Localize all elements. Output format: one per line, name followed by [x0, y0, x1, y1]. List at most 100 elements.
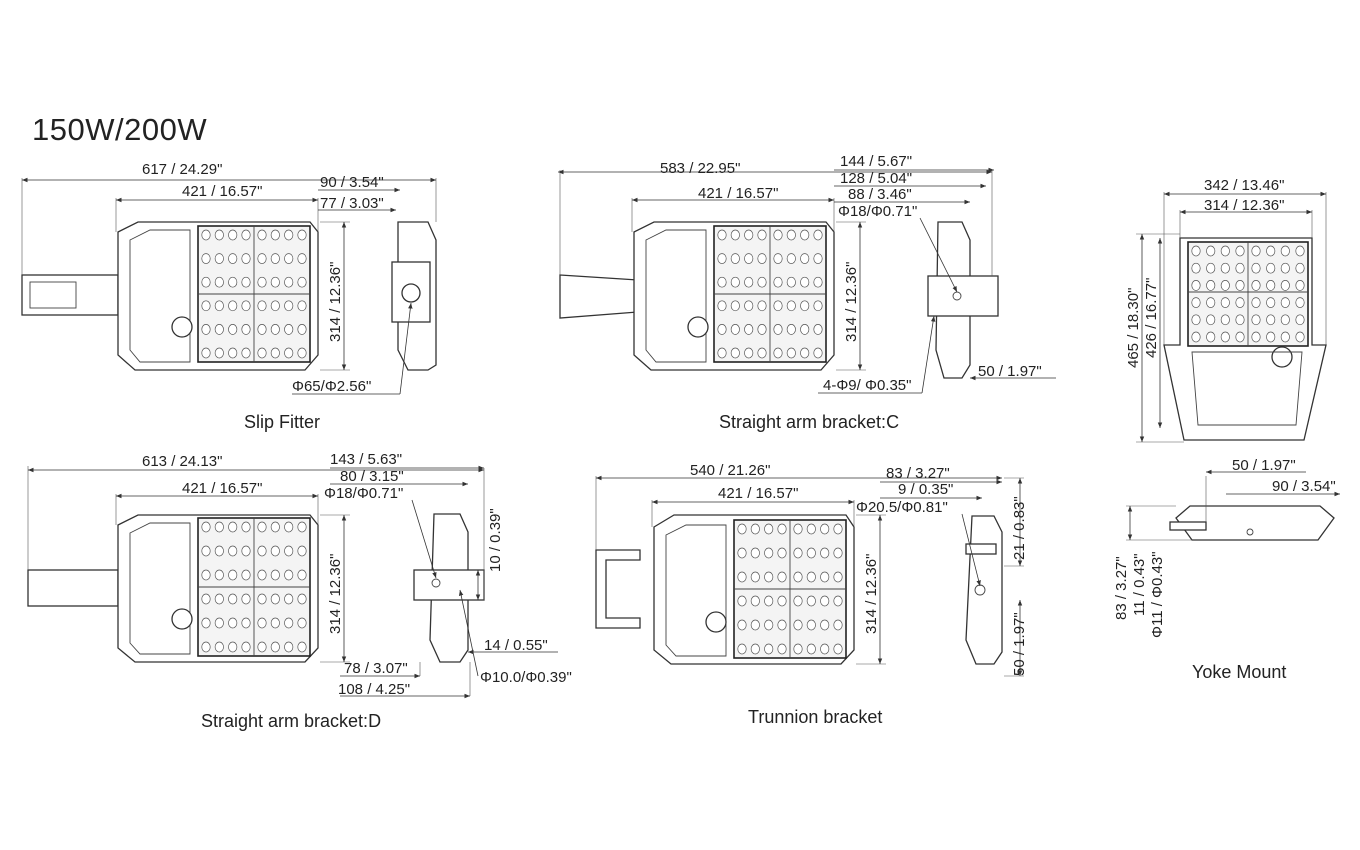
- led-lens: [1251, 331, 1261, 343]
- led-lens: [1191, 280, 1201, 291]
- led-lens: [201, 276, 211, 288]
- led-lens: [820, 619, 830, 631]
- led-lens: [730, 324, 740, 335]
- led-lens: [228, 521, 238, 533]
- dim-sf-total: 617 / 24.29": [142, 161, 222, 178]
- led-lens: [284, 593, 294, 605]
- led-lens: [257, 569, 267, 581]
- led-lens: [730, 253, 740, 264]
- led-lens: [284, 253, 294, 264]
- led-lens: [833, 547, 843, 559]
- led-lens: [257, 229, 267, 241]
- led-lens: [1266, 314, 1276, 326]
- led-lens: [257, 593, 267, 605]
- led-lens: [1235, 314, 1245, 326]
- dim-t-v-a: 21 / 0.83": [1011, 496, 1028, 560]
- led-lens: [1280, 297, 1290, 308]
- led-lens: [228, 641, 238, 653]
- led-lens: [1220, 297, 1230, 308]
- led-lens: [1206, 262, 1216, 274]
- led-lens: [737, 523, 747, 535]
- led-lens: [297, 229, 307, 241]
- led-lens: [777, 571, 787, 583]
- dim-c-c: 88 / 3.46": [848, 186, 912, 203]
- led-lens: [241, 593, 251, 605]
- led-lens: [717, 300, 727, 312]
- led-lens: [214, 545, 224, 557]
- led-lens: [297, 617, 307, 629]
- dim-y-height-b: 426 / 16.77": [1143, 278, 1160, 358]
- led-lens: [201, 324, 211, 335]
- led-lens: [284, 521, 294, 533]
- dim-t-a: 83 / 3.27": [886, 465, 950, 482]
- straight-c-side-view: [927, 221, 999, 379]
- led-lens: [257, 617, 267, 629]
- led-lens: [257, 641, 267, 653]
- led-lens: [270, 617, 280, 629]
- led-lens: [228, 569, 238, 581]
- led-lens: [800, 276, 810, 288]
- dim-y-v-a: 83 / 3.27": [1113, 556, 1130, 620]
- led-lens: [228, 593, 238, 605]
- led-lens: [1251, 262, 1261, 274]
- dim-sf-dia: Φ65/Φ2.56": [292, 378, 371, 395]
- dim-d-d: 78 / 3.07": [344, 660, 408, 677]
- led-lens: [764, 619, 774, 631]
- slip-fitter-side-view: [391, 221, 437, 371]
- led-lens: [773, 300, 783, 312]
- led-lens: [241, 324, 251, 335]
- led-lens: [241, 569, 251, 581]
- led-lens: [744, 347, 754, 359]
- led-lens: [214, 569, 224, 581]
- led-lens: [201, 641, 211, 653]
- dim-sf-body: 421 / 16.57": [182, 183, 262, 200]
- led-lens: [270, 593, 280, 605]
- led-lens: [1251, 314, 1261, 326]
- led-lens: [717, 347, 727, 359]
- trunnion-front-view: [595, 514, 855, 665]
- led-lens: [773, 347, 783, 359]
- led-lens: [257, 324, 267, 335]
- led-lens: [1220, 280, 1230, 291]
- led-lens: [1295, 314, 1305, 326]
- dim-sf-side-b: 77 / 3.03": [320, 195, 384, 212]
- led-lens: [241, 229, 251, 241]
- caption-straight-arm-c: Straight arm bracket:C: [719, 412, 900, 432]
- led-lens: [717, 324, 727, 335]
- led-lens: [737, 619, 747, 631]
- led-lens: [214, 593, 224, 605]
- led-lens: [270, 276, 280, 288]
- led-lens: [297, 569, 307, 581]
- led-lens: [214, 324, 224, 335]
- led-lens: [297, 545, 307, 557]
- led-lens: [806, 571, 816, 583]
- led-lens: [201, 545, 211, 557]
- led-lens: [1206, 280, 1216, 291]
- page-title: 150W/200W: [32, 112, 208, 147]
- led-lens: [1295, 297, 1305, 308]
- led-lens: [1191, 262, 1201, 274]
- led-lens: [1295, 262, 1305, 274]
- led-lens: [730, 300, 740, 312]
- caption-yoke-mount: Yoke Mount: [1192, 662, 1287, 682]
- led-lens: [284, 276, 294, 288]
- dim-d-dia2: Φ10.0/Φ0.39": [480, 669, 572, 686]
- led-lens: [1191, 245, 1201, 257]
- led-lens: [730, 276, 740, 288]
- dim-d-dia: Φ18/Φ0.71": [324, 485, 403, 502]
- led-lens: [297, 521, 307, 533]
- led-lens: [257, 347, 267, 359]
- led-lens: [750, 523, 760, 535]
- led-lens: [833, 595, 843, 607]
- led-lens: [786, 229, 796, 241]
- led-lens: [773, 229, 783, 241]
- led-lens: [813, 276, 823, 288]
- led-lens: [744, 300, 754, 312]
- led-lens: [284, 300, 294, 312]
- led-lens: [820, 523, 830, 535]
- led-lens: [228, 229, 238, 241]
- led-lens: [1280, 262, 1290, 274]
- led-lens: [228, 347, 238, 359]
- led-lens: [764, 523, 774, 535]
- led-lens: [737, 571, 747, 583]
